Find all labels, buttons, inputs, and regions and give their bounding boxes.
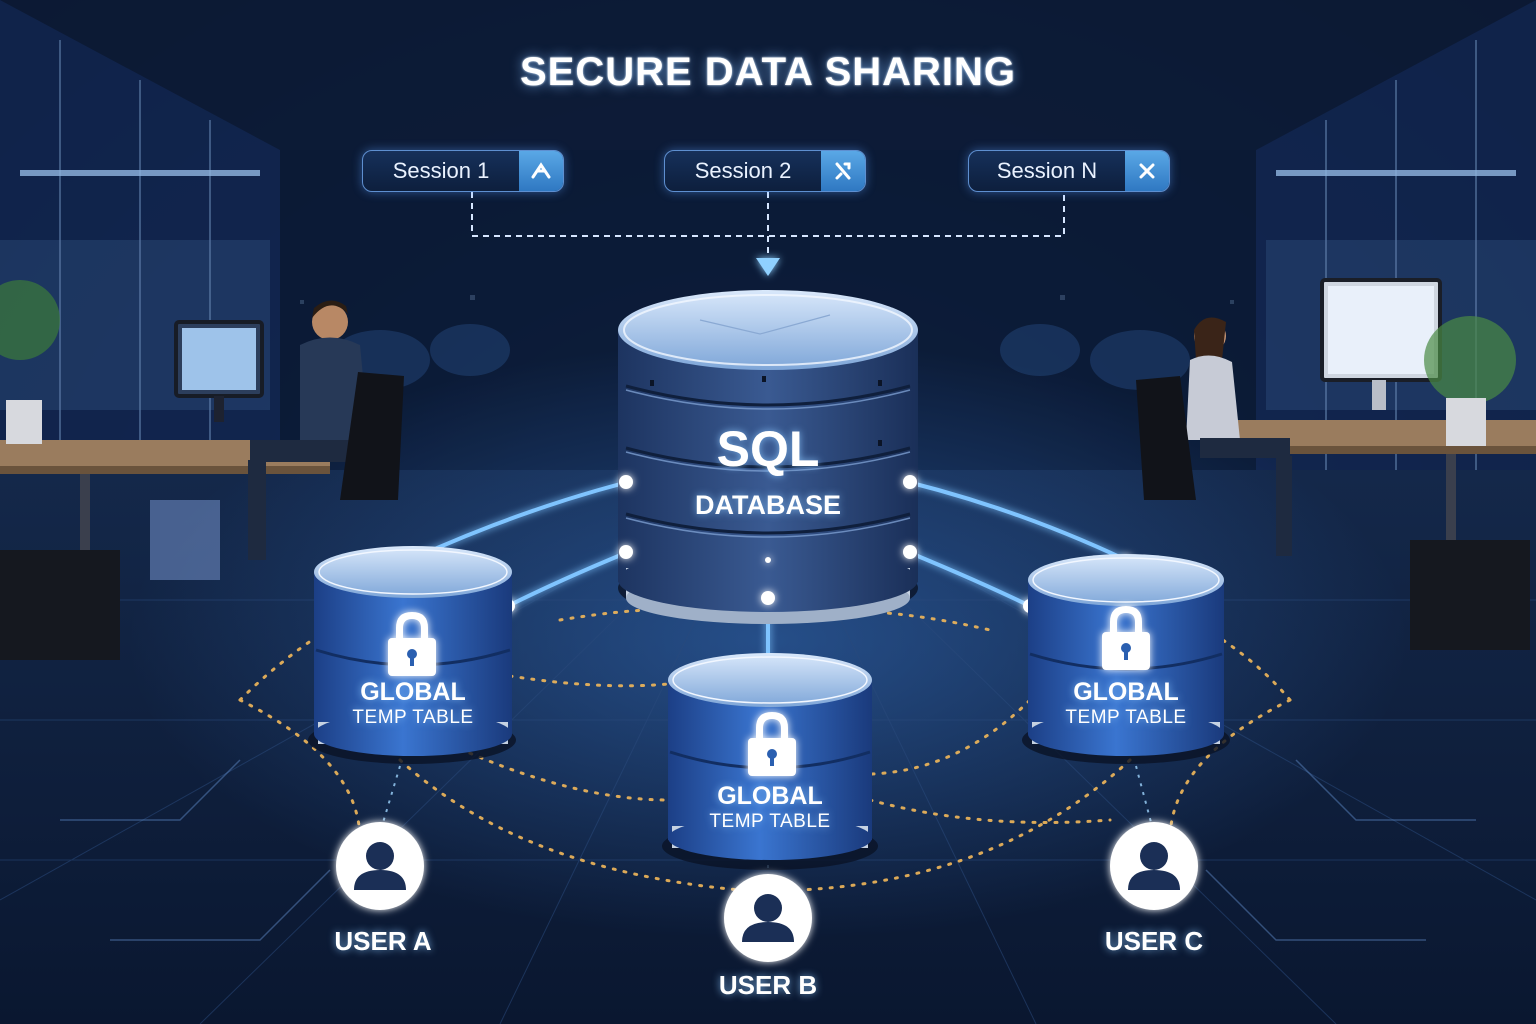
temp-table-left-label: GLOBAL TEMP TABLE bbox=[314, 678, 512, 729]
data-paths bbox=[238, 598, 1292, 892]
user-c-label: USER C bbox=[1104, 926, 1204, 956]
user-icon bbox=[366, 842, 394, 870]
temp-table-title: GLOBAL bbox=[360, 678, 466, 706]
temp-table-title: GLOBAL bbox=[717, 782, 823, 810]
temp-table-right-label: GLOBAL TEMP TABLE bbox=[1028, 678, 1224, 729]
session-icon bbox=[519, 151, 563, 191]
user-a-label: USER A bbox=[334, 926, 432, 956]
session-n-pill: Session N bbox=[968, 150, 1170, 192]
lock-icon bbox=[748, 712, 796, 776]
temp-table-subtitle: TEMP TABLE bbox=[1065, 707, 1187, 728]
user-b-avatar bbox=[724, 874, 812, 962]
user-b-label: USER B bbox=[718, 970, 818, 1000]
temp-table-subtitle: TEMP TABLE bbox=[352, 707, 474, 728]
lock-icon bbox=[388, 612, 436, 676]
session-connectors bbox=[471, 192, 1065, 262]
database-label-line1: SQL bbox=[716, 421, 820, 477]
session-label: Session N bbox=[996, 158, 1098, 183]
lock-icon bbox=[1102, 606, 1150, 670]
right-workstation bbox=[1136, 278, 1536, 650]
user-icon bbox=[754, 894, 782, 922]
session-icon bbox=[1125, 151, 1169, 191]
user-c-avatar bbox=[1110, 822, 1198, 910]
down-arrow-icon bbox=[756, 258, 780, 276]
database-label-line2: DATABASE bbox=[695, 490, 841, 520]
session-label: Session 1 bbox=[392, 158, 490, 183]
session-icon bbox=[821, 151, 865, 191]
session-label: Session 2 bbox=[694, 158, 792, 183]
temp-table-subtitle: TEMP TABLE bbox=[709, 811, 831, 832]
session-1-pill: Session 1 bbox=[362, 150, 564, 192]
diagram-title: SECURE DATA SHARING bbox=[519, 50, 1017, 94]
user-icon bbox=[1140, 842, 1168, 870]
session-2-pill: Session 2 bbox=[664, 150, 866, 192]
temp-table-cylinder-right bbox=[1022, 554, 1230, 764]
sql-database-cylinder bbox=[618, 290, 918, 624]
left-workstation bbox=[0, 280, 404, 660]
temp-table-title: GLOBAL bbox=[1073, 678, 1179, 706]
user-a-avatar bbox=[336, 822, 424, 910]
temp-table-center-label: GLOBAL TEMP TABLE bbox=[668, 782, 872, 833]
